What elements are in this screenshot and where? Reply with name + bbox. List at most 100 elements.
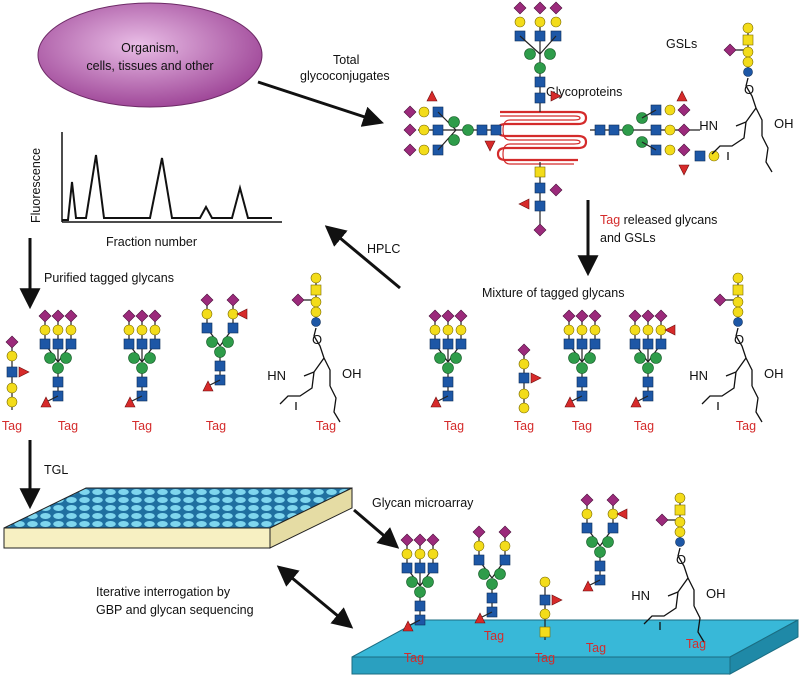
glcnac-square	[486, 592, 498, 604]
glycan-structures	[5, 1, 773, 643]
mannose-circle	[650, 352, 662, 364]
sialic-diamond	[533, 223, 547, 237]
tag-word: Tag	[600, 213, 620, 227]
fucose-triangle	[402, 620, 414, 632]
sialic-diamond	[677, 123, 691, 137]
glycan-slide	[351, 619, 799, 675]
galactose-circle	[418, 144, 430, 156]
galactose-circle	[550, 16, 562, 28]
glcnac-square	[201, 322, 213, 334]
n-glycan	[428, 309, 468, 408]
glcnac-square	[39, 338, 51, 350]
mannose-circle	[214, 346, 226, 358]
mannose-circle	[568, 352, 580, 364]
glcnac-square	[650, 124, 662, 136]
sialic-diamond	[403, 143, 417, 157]
released-glycans-text: released glycans	[620, 213, 717, 227]
organism-label-2: cells, tissues and other	[86, 59, 213, 73]
o-glycan	[539, 576, 563, 640]
chem-hn: HN	[699, 118, 718, 133]
glcnac-square	[476, 124, 488, 136]
mannose-circle	[422, 576, 434, 588]
sialic-diamond	[122, 309, 136, 323]
galactose-circle	[499, 540, 511, 552]
fucose-triangle	[616, 508, 628, 520]
sialic-diamond	[291, 293, 305, 307]
glcnac-square	[227, 322, 239, 334]
glcnac-square	[534, 76, 546, 88]
sialic-diamond	[513, 1, 527, 15]
galactose-circle	[136, 324, 148, 336]
fucose-triangle	[630, 396, 642, 408]
glcnac-square	[589, 338, 601, 350]
glycosphingolipid	[711, 22, 773, 173]
galactose-circle	[123, 324, 135, 336]
galactose-circle	[539, 576, 551, 588]
galactose-circle	[742, 46, 754, 58]
glcnac-square	[576, 338, 588, 350]
o-glycan	[517, 343, 542, 414]
glycoprotein-ribbon	[496, 110, 588, 165]
mannose-circle	[222, 336, 234, 348]
glcnac-square	[455, 338, 467, 350]
fucose-triangle	[430, 396, 442, 408]
glcnac-square	[518, 372, 530, 384]
galactose-circle	[310, 272, 322, 284]
sialic-diamond	[454, 309, 468, 323]
tag-label: Tag	[535, 651, 555, 665]
tag-label: Tag	[634, 419, 654, 433]
glcnac-square	[6, 366, 18, 378]
glycosidic-bond	[641, 141, 657, 151]
fucose-triangle	[202, 380, 214, 392]
organism-source: Organism, cells, tissues and other	[37, 2, 263, 108]
sialic-diamond	[677, 103, 691, 117]
galactose-circle	[429, 324, 441, 336]
glcnac-square	[608, 124, 620, 136]
galnac-square	[534, 166, 546, 178]
galactose-circle	[518, 358, 530, 370]
ceramide-chain	[643, 547, 705, 643]
fucose-triangle	[551, 594, 563, 606]
iterative-label-1: Iterative interrogation by	[96, 585, 231, 599]
galactose-circle	[473, 540, 485, 552]
sialic-diamond	[428, 309, 442, 323]
glcnac-square	[499, 554, 511, 566]
chem-oh: OH	[342, 366, 362, 381]
tag-released-label-2: and GSLs	[600, 231, 656, 245]
glycoproteins-label: Glycoproteins	[546, 85, 622, 99]
mannose-circle	[406, 576, 418, 588]
ceramide-chain	[279, 327, 341, 423]
ceramide-chain	[711, 77, 773, 173]
mannose-circle	[44, 352, 56, 364]
arrow-hplc: HPLC	[324, 225, 401, 290]
galnac-square	[732, 284, 744, 296]
galnac-square	[674, 504, 686, 516]
n-glycan	[200, 293, 248, 392]
n-glycan	[400, 533, 440, 632]
galactose-circle	[664, 124, 676, 136]
glcnac-square	[149, 338, 161, 350]
glcnac-square	[490, 124, 502, 136]
glcnac-square	[442, 376, 454, 388]
fucose-triangle	[40, 396, 52, 408]
galactose-circle	[414, 548, 426, 560]
sialic-diamond	[148, 309, 162, 323]
glcnac-square	[136, 338, 148, 350]
chem-oh: OH	[774, 116, 794, 131]
tag-label: Tag	[484, 629, 504, 643]
glcnac-square	[123, 338, 135, 350]
galactose-circle	[732, 306, 744, 318]
total-label-2: glycoconjugates	[300, 69, 390, 83]
tag-label: Tag	[586, 641, 606, 655]
tag-label: Tag	[514, 419, 534, 433]
galnac-square	[539, 626, 551, 638]
fucose-triangle	[426, 90, 438, 102]
mannose-circle	[442, 362, 454, 374]
tag-label: Tag	[206, 419, 226, 433]
n-glycan	[38, 309, 78, 408]
sialic-diamond	[51, 309, 65, 323]
sialic-diamond	[472, 525, 486, 539]
glcnac-square	[214, 360, 226, 372]
sialic-diamond	[533, 1, 547, 15]
